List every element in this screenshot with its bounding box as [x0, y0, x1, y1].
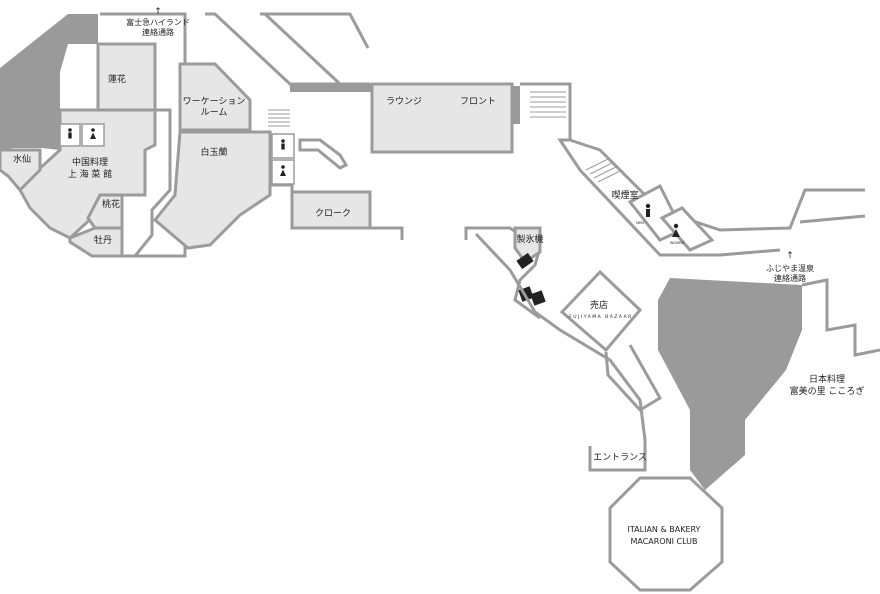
wall-onsen-corridor	[799, 214, 866, 224]
label-japanese-line1: 日本料理	[809, 373, 845, 385]
labels: 蓮花 水仙 中国料理 上 海 菜 館 桃花 牡丹 ワーケーション ルーム 白玉蘭…	[13, 73, 864, 546]
japanese-area	[658, 278, 880, 490]
room-shop[interactable]	[559, 269, 643, 353]
wall-ice-corridor	[464, 226, 542, 320]
fujikyu-label-line2: 連絡通路	[142, 27, 174, 37]
wall-cloak-bottom	[292, 226, 404, 240]
restroom-men-icon	[68, 128, 72, 139]
room-lounge-front[interactable]	[370, 82, 514, 154]
restroom-women-icon	[672, 223, 680, 237]
label-botan: 牡丹	[94, 234, 112, 246]
lobby-top-dark	[290, 84, 372, 92]
label-restroom-men: MEN	[636, 221, 644, 225]
onsen-arrow: ↑	[786, 251, 794, 261]
wall-upper-corridor	[205, 12, 370, 86]
label-shanghai-line2: 上 海 菜 館	[68, 168, 113, 180]
label-front: フロント	[460, 97, 496, 107]
restroom-women-icon	[90, 128, 96, 139]
restroom-women-icon	[280, 165, 286, 176]
room-suisen[interactable]	[0, 148, 42, 193]
escalator	[298, 138, 349, 170]
label-italian-line2: MACARONI CLUB	[630, 537, 697, 546]
left-wing	[0, 12, 187, 258]
label-ice: 製氷機	[516, 233, 543, 245]
label-cloak: クローク	[315, 208, 351, 219]
wall-front-right	[520, 82, 572, 140]
wall-left-wing	[100, 12, 187, 68]
label-suisen: 水仙	[13, 153, 31, 165]
room-ice[interactable]	[513, 226, 542, 265]
label-lounge: ラウンジ	[386, 96, 422, 107]
label-workation-line1: ワーケーション	[183, 96, 246, 107]
wall-entrance-corridor	[604, 344, 663, 412]
fujikyu-label-line1: 富士急ハイランド	[126, 17, 190, 27]
wall-upper-corridor-2	[263, 12, 342, 86]
stairs-icon	[530, 91, 566, 118]
label-shop: 売店	[590, 299, 608, 311]
center-left-rooms	[152, 62, 404, 250]
connector-fujikyu[interactable]: ↑ 富士急ハイランド 連絡通路	[126, 7, 190, 37]
center-right-rooms	[464, 226, 724, 592]
lobby-area	[205, 12, 572, 154]
room-italian[interactable]	[608, 476, 724, 592]
label-smoking: 喫煙室	[611, 189, 638, 201]
label-workation-line2: ルーム	[201, 107, 228, 118]
wall-corridor	[270, 183, 294, 192]
label-hakugyokuran: 白玉蘭	[200, 146, 227, 158]
room-workation[interactable]	[178, 62, 252, 132]
wall-left-bottom	[122, 245, 187, 258]
label-italian-line1: ITALIAN & BAKERY	[628, 525, 701, 534]
wall-upper-right	[260, 12, 370, 49]
wall-japanese-outline	[801, 278, 880, 357]
wall-right-diagonal	[557, 138, 781, 257]
wall-to-entrance	[474, 232, 647, 441]
fujikyu-arrow: ↑	[154, 7, 162, 17]
room-renka[interactable]	[96, 42, 157, 112]
dark-area-left	[0, 14, 98, 160]
label-renka: 蓮花	[108, 73, 126, 85]
onsen-label-line1: ふじやま温泉	[766, 263, 814, 273]
label-entrance: エントランス	[593, 452, 647, 463]
room-hakugyokuran[interactable]	[152, 130, 272, 250]
right-corridor	[557, 138, 865, 257]
label-shop-sub: FUJIYAMA BAZAAR	[569, 314, 633, 320]
label-restroom-women: WOMEN	[670, 241, 684, 245]
label-shanghai-line1: 中国料理	[72, 156, 108, 168]
front-counter	[512, 86, 520, 124]
label-japanese-line2: 富美の里 こころぎ	[790, 385, 865, 397]
restroom-men-icon	[645, 203, 651, 217]
restroom-women-right[interactable]	[659, 206, 715, 252]
connector-onsen[interactable]: ↑ ふじやま温泉 連絡通路	[766, 214, 866, 283]
stairs-icon	[268, 109, 290, 127]
dark-area-right	[658, 278, 802, 490]
label-touka: 桃花	[102, 198, 120, 210]
wall-right-diagonal-upper	[569, 138, 865, 232]
wall-entrance-left	[588, 440, 647, 472]
onsen-label-line2: 連絡通路	[774, 273, 806, 283]
stairs-icon	[585, 157, 623, 183]
restroom-men-icon	[281, 139, 285, 150]
